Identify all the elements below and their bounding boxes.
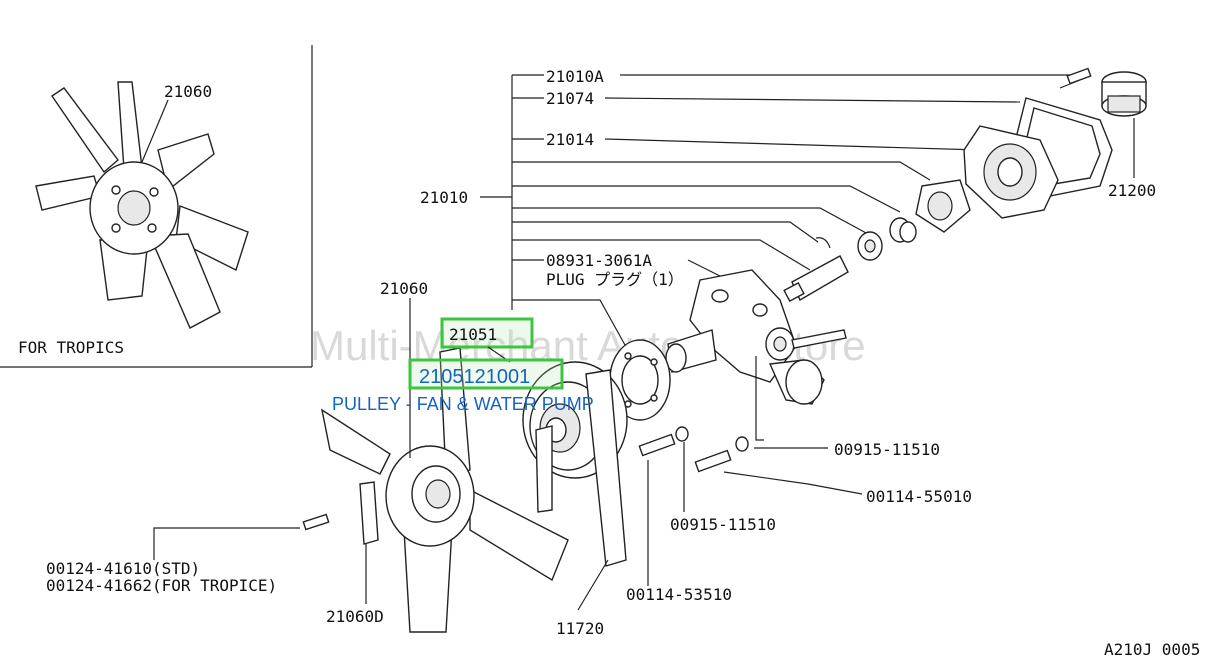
label-fan-bolt-tropics: 00124-41662(FOR TROPICE) <box>46 576 277 595</box>
highlight-box-full[interactable] <box>408 358 564 390</box>
inset-fan-drawing <box>35 81 249 329</box>
label-belt: 11720 <box>556 619 604 638</box>
highlight-callout[interactable]: 21051 2105121001 PULLEY - FAN & WATER PU… <box>332 317 594 414</box>
highlight-box-part[interactable] <box>440 317 534 349</box>
belt-drawing <box>535 369 627 611</box>
diagram-code: A210J 0005 <box>1104 640 1200 659</box>
label-gasket-bolt: 21010A <box>546 67 604 86</box>
label-plug-name: PLUG プラグ（1） <box>546 270 684 289</box>
thermostat-drawing <box>1059 67 1147 117</box>
assembly-bracket <box>480 74 1135 346</box>
fan-bolt <box>153 513 330 560</box>
impeller-parts <box>783 179 971 303</box>
label-plug-part: 08931-3061A <box>546 251 652 270</box>
label-pulley-full-number[interactable]: 2105121001 <box>419 366 530 388</box>
label-fan-spacer: 21060D <box>326 607 384 626</box>
label-pump-assembly: 21010 <box>420 188 468 207</box>
label-pulley-description[interactable]: PULLEY - FAN & WATER PUMP <box>332 394 594 414</box>
label-washer-right: 00915-11510 <box>834 440 940 459</box>
pulley-hub <box>609 339 671 421</box>
pump-bolts <box>638 426 863 586</box>
label-bolt-center: 00114-53510 <box>626 585 732 604</box>
label-water-pump-body: 21014 <box>546 130 594 149</box>
label-inset-fan: 21060 <box>164 82 212 101</box>
inset-frame <box>0 45 313 368</box>
fan-drawing <box>320 298 569 633</box>
label-fan: 21060 <box>380 279 428 298</box>
label-bolt-right: 00114-55010 <box>866 487 972 506</box>
fan-spacer <box>359 481 379 604</box>
label-washer-center: 00915-11510 <box>670 515 776 534</box>
water-pump-housing <box>665 269 847 441</box>
label-thermostat: 21200 <box>1108 181 1156 200</box>
label-pulley-part[interactable]: 21051 <box>449 325 497 344</box>
label-fan-bolt-std: 00124-41610(STD) <box>46 559 200 578</box>
label-gasket: 21074 <box>546 89 594 108</box>
gasket-drawing <box>963 97 1113 219</box>
inset-caption: FOR TROPICS <box>18 338 124 357</box>
